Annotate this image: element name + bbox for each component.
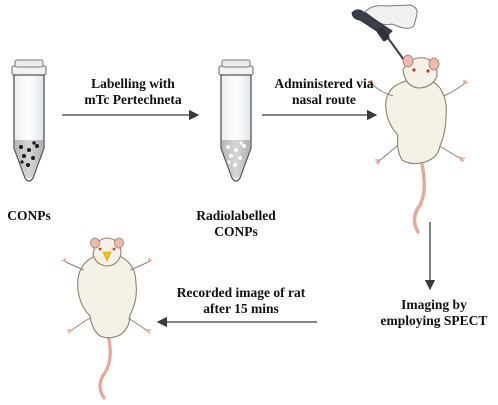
tube-2-icon — [218, 59, 254, 182]
step-2-label: Administered via nasal route — [262, 76, 386, 108]
step-1-line-1: Labelling with — [91, 76, 175, 91]
rat-small-icon — [61, 237, 153, 400]
pipette-hand-icon — [351, 4, 418, 67]
step-3-label: Imaging by employing SPECT — [372, 297, 496, 329]
hotspot-icon — [102, 251, 112, 262]
step-1-line-2: mTc Pertechneta — [84, 92, 182, 107]
rat-large-icon — [367, 54, 469, 234]
step-4-line-1: Recorded image of rat — [176, 285, 306, 300]
tube-2-line-1: Radiolabelled — [196, 208, 276, 223]
tube-2-label: Radiolabelled CONPs — [184, 208, 288, 240]
tube-1-label: CONPs — [7, 208, 51, 223]
step-3-line-1: Imaging by — [401, 297, 467, 312]
tube-2-line-2: CONPs — [214, 224, 258, 239]
step-2-line-1: Administered via — [274, 76, 374, 91]
step-4-label: Recorded image of rat after 15 mins — [166, 285, 316, 317]
tube-1-icon — [11, 59, 47, 182]
step-4-line-2: after 15 mins — [203, 301, 279, 316]
step-3-line-2: employing SPECT — [380, 313, 488, 328]
step-2-line-2: nasal route — [292, 92, 356, 107]
step-1-label: Labelling with mTc Pertechneta — [72, 76, 194, 108]
